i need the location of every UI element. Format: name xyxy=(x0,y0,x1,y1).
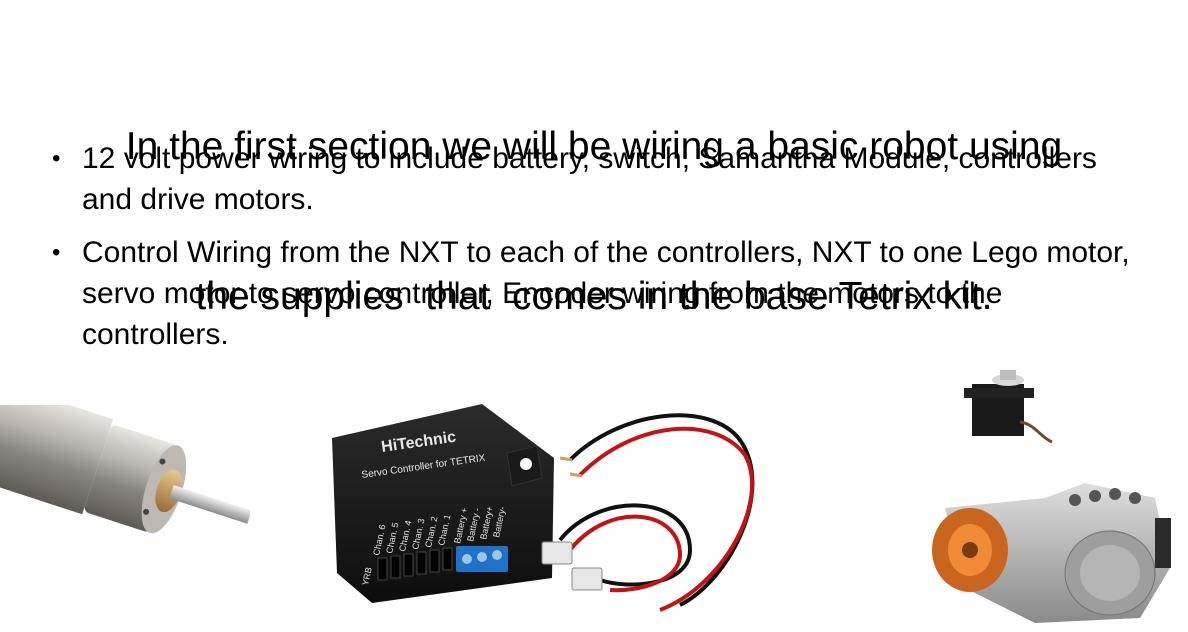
battery-wire-harness-image xyxy=(541,413,755,612)
servo-controller-image: HiTechnic Servo Controller for TETRIX Ch… xyxy=(332,404,554,603)
slide-title-line-2: the supplies that comes in the base Tetr… xyxy=(195,275,993,318)
servo-motor-image xyxy=(964,370,1053,444)
dc-gear-motor-image xyxy=(0,405,250,534)
bullet-list: • 12 volt power wiring to include batter… xyxy=(52,138,1142,367)
bullet-item: • 12 volt power wiring to include batter… xyxy=(52,138,1142,220)
lego-nxt-motor-image xyxy=(932,483,1171,623)
bullet-text: 12 volt power wiring to include battery,… xyxy=(82,142,1097,216)
bullet-dot-icon: • xyxy=(52,145,61,172)
bullet-dot-icon: • xyxy=(52,239,61,266)
slide-title: In the first section we will be wiring a… xyxy=(0,22,1188,372)
controller-corner-label: YRB xyxy=(360,566,374,586)
servo-pin-headers xyxy=(377,547,453,581)
rj-connector-icon xyxy=(541,541,603,591)
bullet-text: Control Wiring from the NXT to each of t… xyxy=(82,236,1130,351)
slide-title-line-1: In the first section we will be wiring a… xyxy=(125,125,1063,168)
bullet-item: • Control Wiring from the NXT to each of… xyxy=(52,232,1142,355)
